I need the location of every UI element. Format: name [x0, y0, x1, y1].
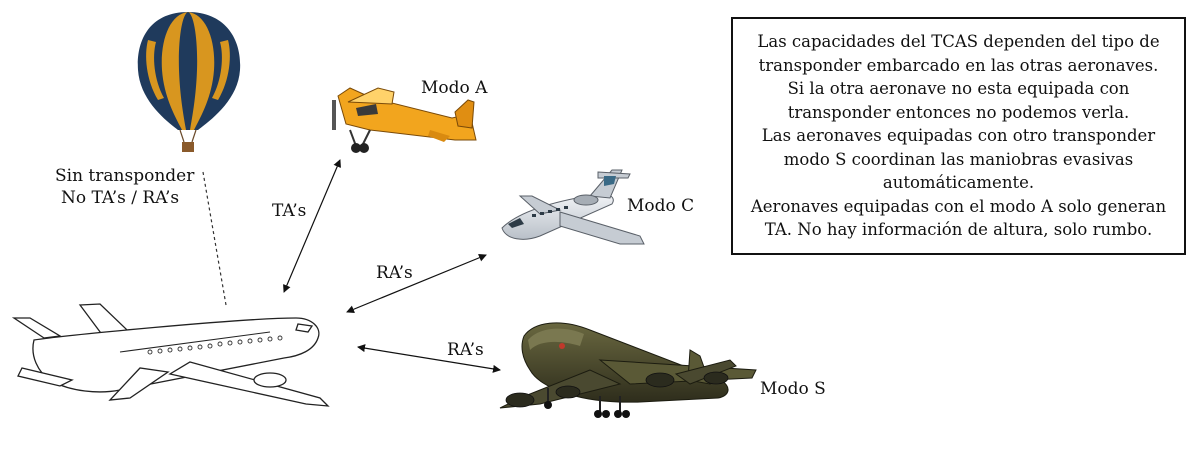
ra-arrow-mode-c-label: RA’s: [376, 263, 413, 283]
ta-arrow-label: TA’s: [272, 201, 307, 221]
no-link-dashed-line: [202, 171, 227, 306]
hot-air-balloon-icon: [137, 12, 241, 152]
no-transponder-label-line2: No TA’s / RA’s: [61, 188, 180, 208]
mode-c-label: Modo C: [627, 196, 695, 216]
ra-arrow-mode-c: [346, 253, 487, 314]
mode-a-plane-icon: [332, 87, 477, 153]
mode-a-label: Modo A: [421, 78, 488, 98]
info-line: modo S coordinan las maniobras evasivas: [783, 149, 1134, 169]
ra-arrow-mode-s-label: RA’s: [447, 340, 484, 360]
info-line: Las aeronaves equipadas con otro transpo…: [761, 126, 1156, 146]
own-airliner-windows: [147, 335, 283, 355]
info-line: Si la otra aeronave no esta equipada con: [787, 79, 1130, 99]
no-transponder-label-line1: Sin transponder: [55, 166, 195, 186]
info-line: transponder entonces no podemos verla.: [787, 102, 1130, 122]
info-line: Aeronaves equipadas con el modo A solo g…: [750, 196, 1167, 216]
info-line: Las capacidades del TCAS dependen del ti…: [757, 32, 1160, 52]
info-line: automáticamente.: [882, 173, 1035, 193]
ra-arrow-mode-s: [357, 344, 501, 373]
own-airliner-icon: [11, 303, 330, 407]
mode-c-jet-icon: [501, 169, 645, 245]
mode-s-label: Modo S: [760, 379, 826, 399]
info-line: transponder embarcado en las otras aeron…: [758, 55, 1159, 75]
info-line: TA. No hay información de altura, solo r…: [764, 220, 1153, 240]
ta-arrow: [283, 159, 341, 293]
mode-s-747-icon: [499, 322, 757, 418]
tcas-info-box: Las capacidades del TCAS dependen del ti…: [731, 17, 1186, 255]
